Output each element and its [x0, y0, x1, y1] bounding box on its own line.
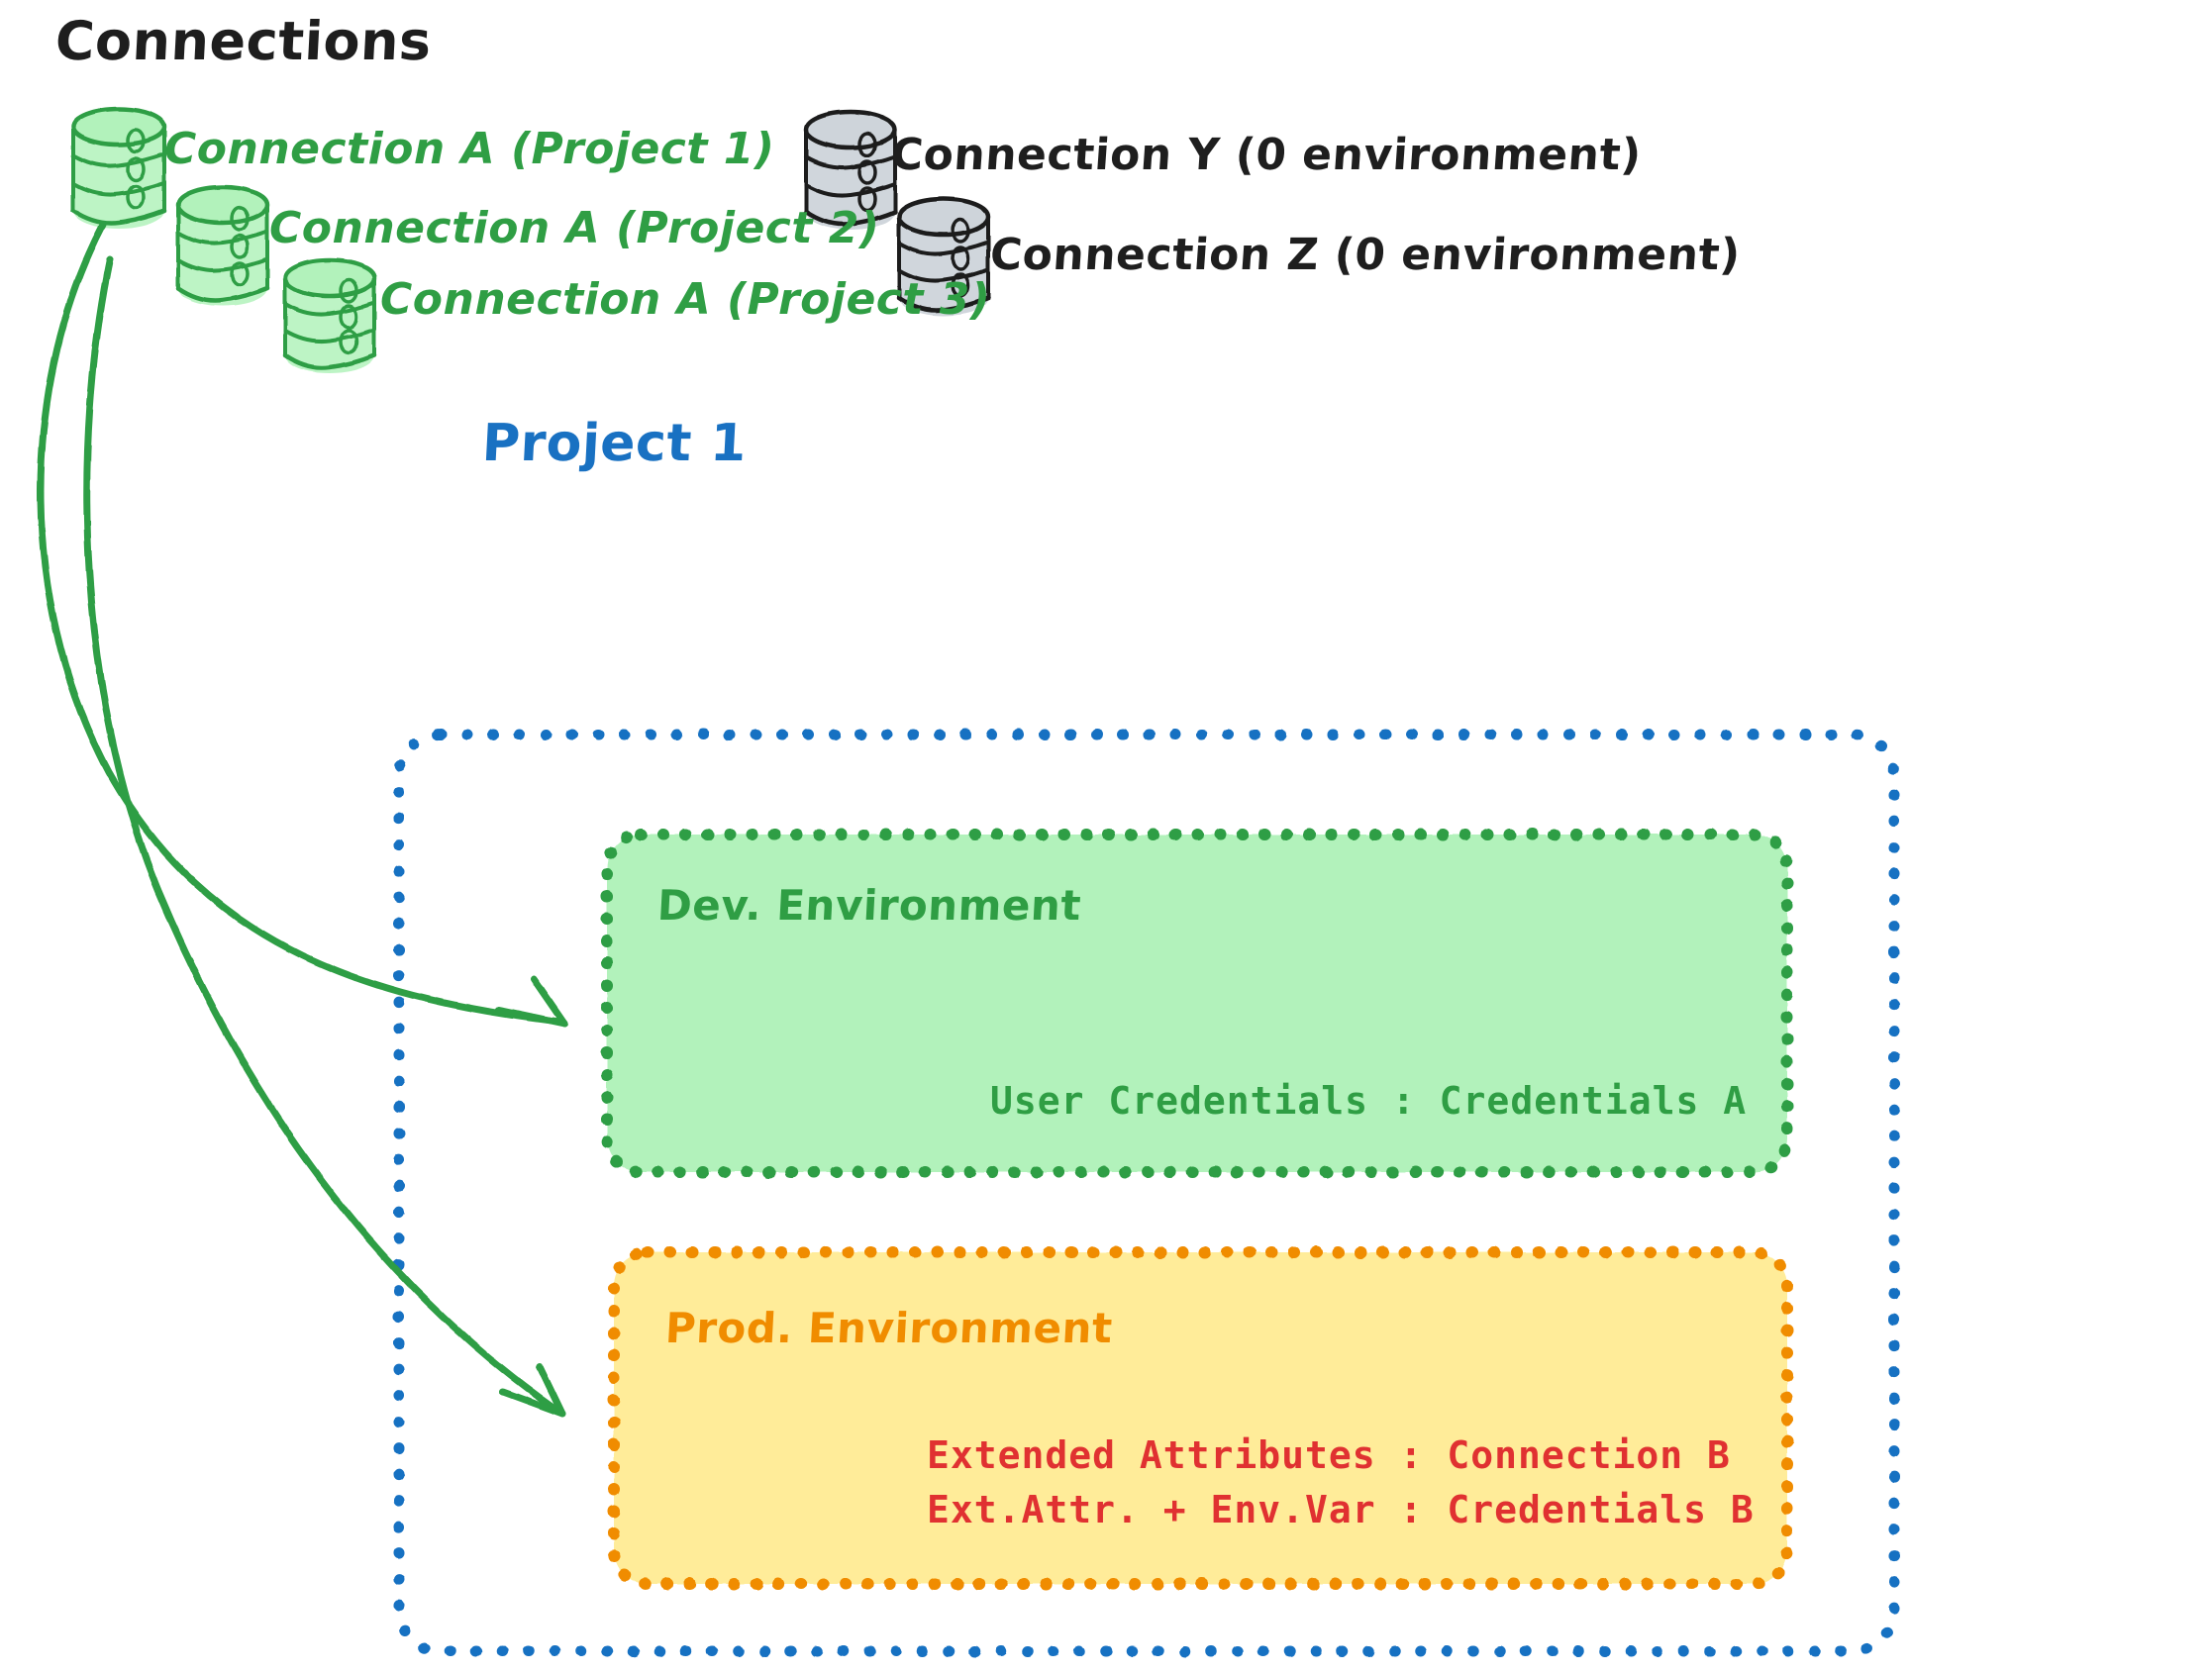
dev-environment-line-1: User Credentials : Credentials A	[990, 1079, 1748, 1123]
connection-label-a-project-3: Connection A (Project 3)	[380, 274, 991, 325]
database-icon-connection-a-project-3	[282, 257, 377, 373]
database-icon-connection-a-project-1	[70, 106, 167, 229]
connection-label-a-project-1: Connection A (Project 1)	[164, 124, 775, 174]
arrow-to-prod-environment	[83, 255, 566, 1418]
prod-environment-line-1: Extended Attributes : Connection B	[927, 1433, 1731, 1477]
page-title: Connections	[53, 10, 434, 72]
prod-environment-box	[608, 1246, 1793, 1590]
database-icon-connection-y	[803, 109, 898, 230]
dev-environment-heading: Dev. Environment	[655, 881, 1083, 930]
dev-environment-box	[601, 829, 1793, 1178]
connection-label-a-project-2: Connection A (Project 2)	[269, 203, 880, 253]
database-icon-connection-z	[896, 196, 991, 316]
connection-label-z: Connection Z (0 environment)	[988, 230, 1743, 280]
project-title: Project 1	[480, 414, 749, 473]
database-icon-connection-a-project-2	[175, 184, 270, 306]
project-1-container	[393, 729, 1900, 1657]
prod-environment-line-2: Ext.Attr. + Env.Var : Credentials B	[927, 1488, 1755, 1531]
arrow-to-dev-environment	[37, 221, 568, 1028]
prod-environment-heading: Prod. Environment	[663, 1304, 1114, 1352]
connection-label-y: Connection Y (0 environment)	[889, 130, 1644, 180]
